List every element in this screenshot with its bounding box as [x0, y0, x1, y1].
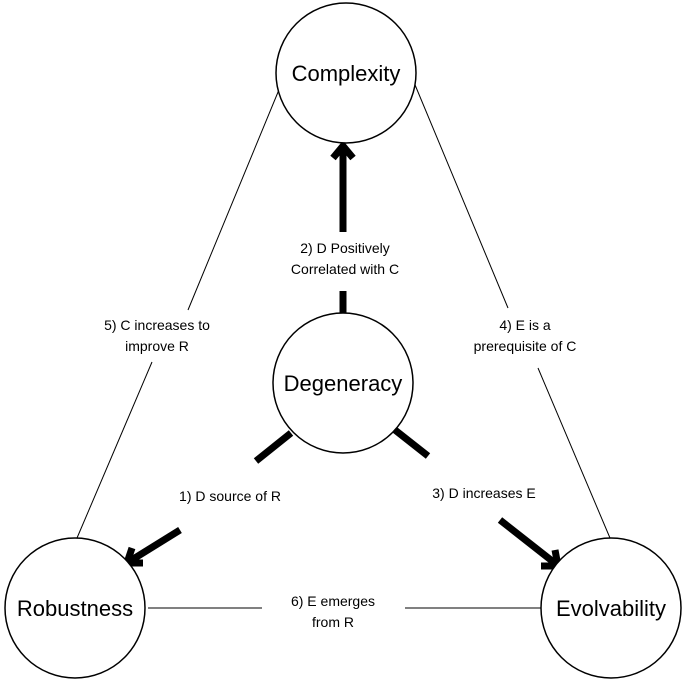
arrow-degeneracy-to-complexity	[330, 140, 356, 313]
edge-label-d-corr-c-line1: 2) D Positively	[300, 240, 389, 256]
edge-label-e-prereq-c-line1: 4) E is a	[499, 317, 551, 333]
edge-line-complexity-robustness-upper	[187, 79, 284, 311]
edge-label-d-corr-c-line2: Correlated with C	[291, 261, 399, 277]
edge-line-complexity-evolvability-upper	[412, 79, 509, 309]
edge-label-e-from-r-line2: from R	[312, 614, 354, 630]
node-evolvability: Evolvability	[540, 537, 682, 679]
node-degeneracy: Degeneracy	[272, 312, 414, 454]
edge-label-e-from-r-line1: 6) E emerges	[291, 593, 375, 609]
edge-label-d-source-r: 1) D source of R	[179, 488, 281, 504]
edge-line-complexity-robustness-lower	[76, 361, 153, 539]
node-complexity-label: Complexity	[292, 61, 401, 86]
node-degeneracy-label: Degeneracy	[284, 371, 403, 396]
node-complexity: Complexity	[275, 2, 417, 144]
node-robustness: Robustness	[4, 537, 146, 679]
edge-label-c-improve-r-line1: 5) C increases to	[104, 317, 210, 333]
node-evolvability-label: Evolvability	[556, 596, 666, 621]
edge-label-d-incr-e: 3) D increases E	[432, 485, 535, 501]
node-robustness-label: Robustness	[17, 596, 133, 621]
edge-label-c-improve-r-line2: improve R	[125, 338, 189, 354]
edge-line-complexity-evolvability-lower	[537, 367, 611, 539]
edge-label-e-prereq-c-line2: prerequisite of C	[474, 338, 577, 354]
